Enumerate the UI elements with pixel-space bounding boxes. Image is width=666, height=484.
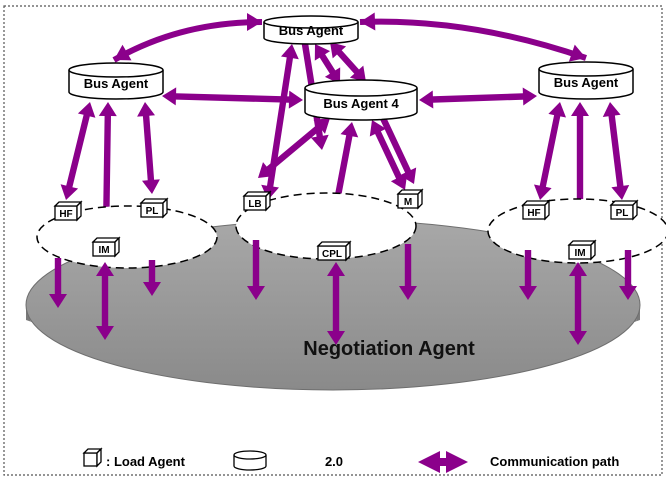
arrow-down-center-1: [247, 240, 265, 300]
load-agent-label: IM: [574, 248, 585, 259]
load-agent-label: M: [404, 197, 412, 208]
arrow-top-to-lb: [261, 44, 299, 200]
arrow-top-left-bus-head-start: [247, 13, 262, 31]
communication-arrows: [60, 12, 630, 238]
load-agent-right-pl: PL: [609, 199, 639, 221]
arrow-left-to-pl: [137, 102, 160, 194]
communication-arrows-front: [49, 240, 637, 345]
legend-arrow-shape: [418, 451, 468, 473]
arrow-down-right-2: [569, 262, 587, 345]
bus-agent-left: Bus Agent: [68, 62, 164, 100]
load-agent-label: LB: [248, 199, 261, 210]
arrow-down-left-1: [49, 258, 67, 308]
bus-agent-right: Bus Agent: [538, 61, 634, 100]
arrow-center-to-lb: [258, 118, 330, 178]
load-agent-center-cpl: CPL: [316, 240, 352, 262]
legend: : Load Agent 2.0 Communication path: [82, 447, 619, 473]
load-agent-left-pl: PL: [139, 197, 169, 219]
arrow-top-right-bus-head-end: [568, 44, 586, 62]
arrow-right-to-hf: [534, 102, 566, 200]
arrow-down-left-3: [143, 260, 161, 296]
load-agent-label: PL: [146, 206, 159, 217]
load-agent-label: CPL: [322, 249, 342, 260]
legend-bus-agent-icon: [233, 450, 267, 471]
load-agent-label: PL: [616, 208, 629, 219]
arrow-right-to-pl: [602, 102, 630, 200]
arrow-top-left-bus-head-end: [114, 44, 132, 61]
arrow-right-to-im: [571, 102, 589, 236]
load-agent-center-m: M: [396, 188, 424, 210]
load-agent-right-im: IM: [567, 239, 597, 261]
arrow-center-to-m-a: [369, 120, 408, 190]
legend-load-agent-label: : Load Agent: [106, 454, 186, 469]
legend-load-agent-icon: [82, 447, 103, 468]
load-group-center: [235, 192, 417, 260]
legend-communication-path-label: Communication path: [490, 454, 619, 469]
bus-agent-center: Bus Agent 4: [304, 79, 418, 121]
legend-communication-arrow-icon: [418, 451, 468, 473]
arrow-down-right-1: [519, 250, 537, 300]
load-group-left: [36, 205, 218, 269]
load-agent-label: HF: [59, 209, 72, 220]
arrow-down-center-2: [327, 262, 345, 345]
arrow-center-to-m-b: [379, 114, 417, 184]
load-agent-label: HF: [527, 208, 540, 219]
bus-agent-right-label: Bus Agent: [554, 75, 619, 90]
load-agent-center-lb: LB: [242, 190, 272, 212]
arrow-top-to-center-bus-a: [314, 44, 341, 84]
arrow-left-to-im: [97, 102, 117, 236]
load-agent-left-im: IM: [91, 236, 121, 258]
load-agent-left-hf: HF: [53, 200, 83, 222]
load-agents: HF PL IM LB M CPL HF PL IM: [53, 188, 639, 262]
bus-agent-top-label: Bus Agent: [279, 23, 344, 38]
arrow-center-right-bus: [419, 87, 537, 109]
bus-agent-center-label: Bus Agent 4: [323, 96, 399, 111]
arrow-down-left-2: [96, 262, 114, 340]
arrow-top-left-bus-shaft: [112, 19, 263, 63]
arrow-down-center-3: [399, 244, 417, 300]
arrow-left-to-hf: [60, 102, 96, 200]
load-agent-label: IM: [98, 245, 109, 256]
legend-bus-agent-value: 2.0: [325, 454, 343, 469]
load-agent-right-hf: HF: [521, 199, 551, 221]
bus-agent-left-label: Bus Agent: [84, 76, 149, 91]
arrow-down-right-3: [619, 250, 637, 300]
arrow-top-to-center-bus-b: [330, 42, 366, 82]
arrow-top-right-bus-shaft: [359, 18, 587, 61]
bus-agent-top: Bus Agent: [263, 15, 359, 45]
arrow-left-center-bus: [162, 87, 303, 109]
arrow-top-right-bus-head-start: [360, 12, 376, 31]
negotiation-agent-label: Negotiation Agent: [303, 338, 475, 360]
